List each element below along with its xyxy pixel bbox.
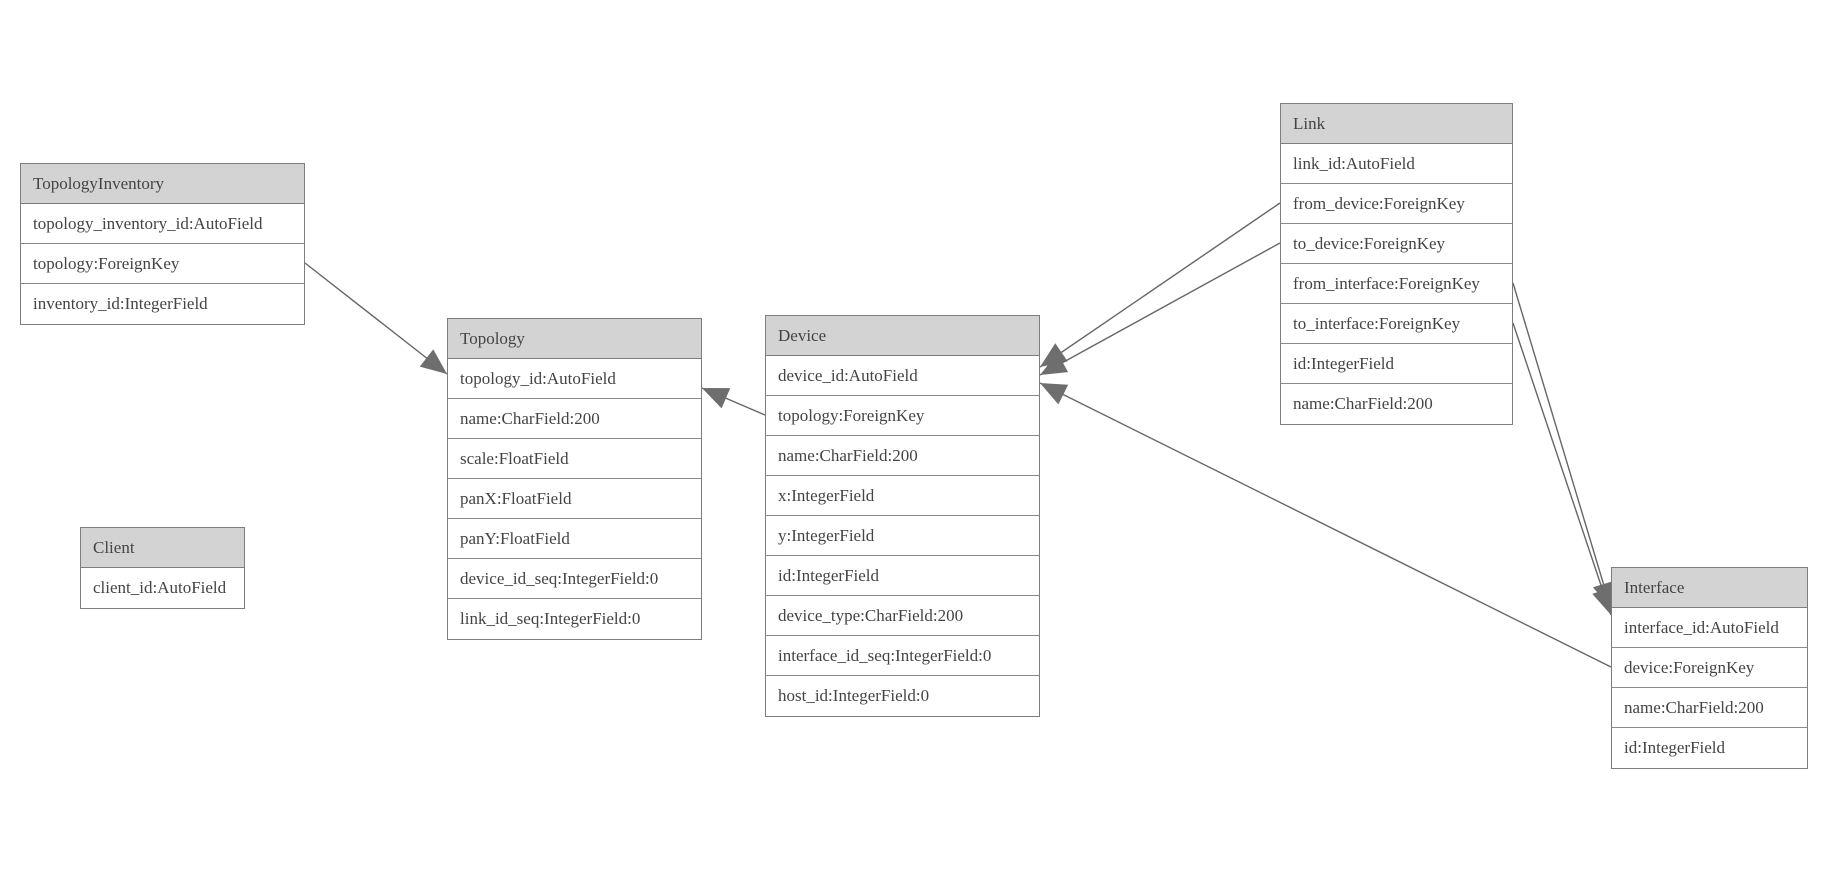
- field-row: device_id:AutoField: [766, 356, 1039, 396]
- entity-title: Link: [1281, 104, 1512, 144]
- field-row: to_interface:ForeignKey: [1281, 304, 1512, 344]
- field-row: from_device:ForeignKey: [1281, 184, 1512, 224]
- relationship-line: [304, 262, 448, 375]
- relationship-line: [1512, 282, 1612, 610]
- field-row: topology:ForeignKey: [766, 396, 1039, 436]
- field-row: link_id_seq:IntegerField:0: [448, 599, 701, 639]
- field-row: panX:FloatField: [448, 479, 701, 519]
- field-row: y:IntegerField: [766, 516, 1039, 556]
- arrowhead: [1592, 586, 1614, 615]
- entity-title: TopologyInventory: [21, 164, 304, 204]
- arrowhead: [419, 349, 447, 374]
- arrowhead: [1040, 352, 1069, 375]
- field-row: scale:FloatField: [448, 439, 701, 479]
- field-row: name:CharField:200: [766, 436, 1039, 476]
- field-row: device_id_seq:IntegerField:0: [448, 559, 701, 599]
- field-row: x:IntegerField: [766, 476, 1039, 516]
- field-row: interface_id:AutoField: [1612, 608, 1807, 648]
- field-row: topology_id:AutoField: [448, 359, 701, 399]
- entity-table-client: Client client_id:AutoField: [80, 527, 245, 609]
- relationship-line: [1039, 202, 1281, 368]
- entity-title: Device: [766, 316, 1039, 356]
- field-row: host_id:IntegerField:0: [766, 676, 1039, 716]
- field-row: name:CharField:200: [1281, 384, 1512, 424]
- field-row: name:CharField:200: [1612, 688, 1807, 728]
- field-row: from_interface:ForeignKey: [1281, 264, 1512, 304]
- field-row: link_id:AutoField: [1281, 144, 1512, 184]
- field-row: id:IntegerField: [1281, 344, 1512, 384]
- entity-title: Interface: [1612, 568, 1807, 608]
- arrowhead: [702, 388, 731, 409]
- relationship-line: [1039, 382, 1612, 668]
- field-row: name:CharField:200: [448, 399, 701, 439]
- arrowhead: [1040, 383, 1069, 405]
- entity-table-topologyinventory: TopologyInventory topology_inventory_id:…: [20, 163, 305, 325]
- field-row: topology:ForeignKey: [21, 244, 304, 284]
- relationship-line: [1039, 242, 1281, 376]
- field-row: interface_id_seq:IntegerField:0: [766, 636, 1039, 676]
- field-row: panY:FloatField: [448, 519, 701, 559]
- entity-field-list: client_id:AutoField: [81, 568, 244, 608]
- field-row: inventory_id:IntegerField: [21, 284, 304, 324]
- field-row: to_device:ForeignKey: [1281, 224, 1512, 264]
- entity-title: Client: [81, 528, 244, 568]
- entity-title: Topology: [448, 319, 701, 359]
- field-row: id:IntegerField: [766, 556, 1039, 596]
- field-row: topology_inventory_id:AutoField: [21, 204, 304, 244]
- field-row: id:IntegerField: [1612, 728, 1807, 768]
- field-row: client_id:AutoField: [81, 568, 244, 608]
- relationship-line: [1512, 322, 1612, 616]
- field-row: device:ForeignKey: [1612, 648, 1807, 688]
- field-row: device_type:CharField:200: [766, 596, 1039, 636]
